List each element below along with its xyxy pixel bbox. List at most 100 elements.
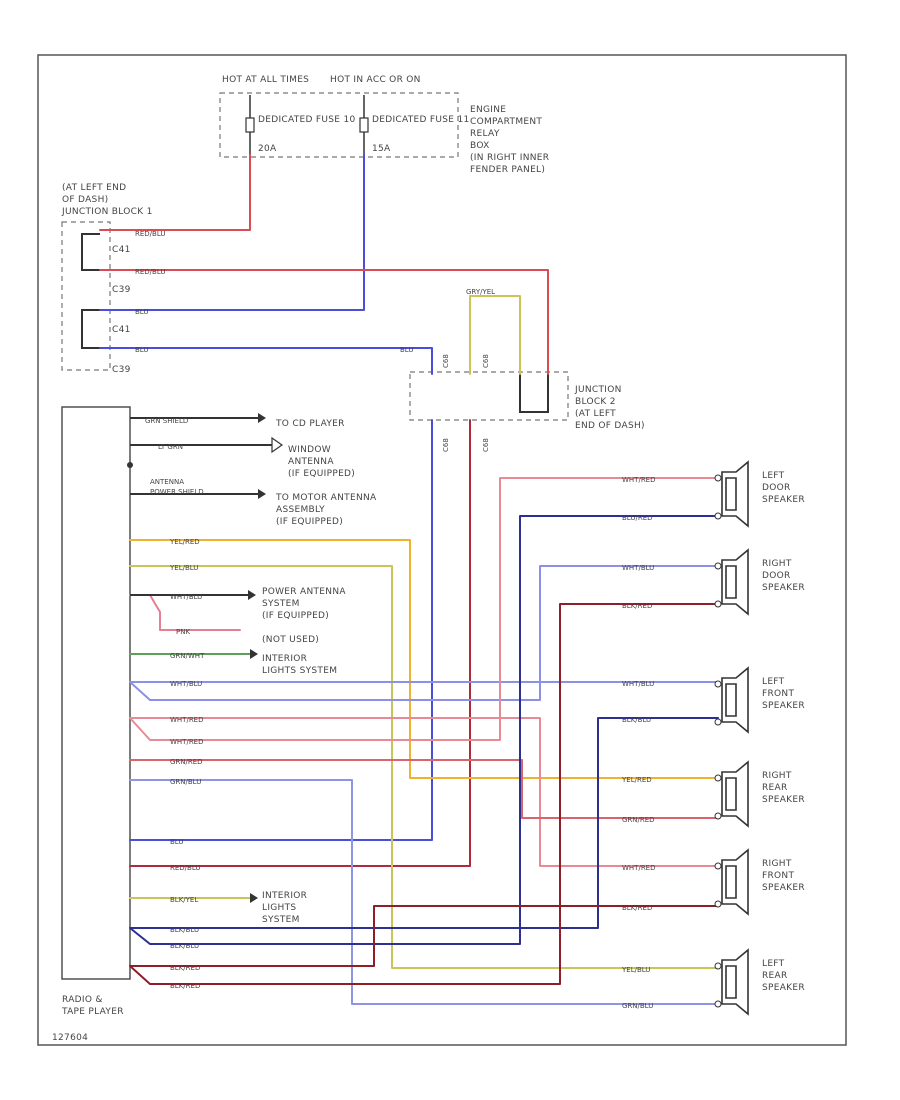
- radio-line-1: TAPE PLAYER: [61, 1007, 124, 1017]
- wire-blk-blu-ld: [129, 515, 719, 945]
- speaker-label-0-0: LEFT: [762, 471, 785, 481]
- wire-blk-red-rd: [129, 603, 719, 985]
- motor-ant-2: (IF EQUIPPED): [276, 517, 343, 527]
- wl-grn-yel: GRY/YEL: [466, 288, 495, 296]
- motor-ant-1: ASSEMBLY: [276, 505, 325, 515]
- wl-ltgrn: LT GRN: [158, 443, 183, 451]
- jb1-pin-3: C39: [112, 365, 131, 375]
- window-ant-2: (IF EQUIPPED): [288, 469, 355, 479]
- jb1-line-2: JUNCTION BLOCK 1: [61, 207, 153, 217]
- power-ant-0: POWER ANTENNA: [262, 587, 346, 597]
- wl-spk-blu-red: BLU/RED: [622, 514, 653, 522]
- wl-blu-r: BLU: [170, 838, 183, 846]
- wl-blk-red-2: BLK/RED: [170, 982, 200, 990]
- engine-box-line-4: (IN RIGHT INNER: [470, 153, 549, 163]
- jb1-line-0: (AT LEFT END: [62, 183, 126, 193]
- fuse-10-icon: [245, 117, 255, 133]
- jb2-line-0: JUNCTION: [574, 385, 622, 395]
- wire-wht-red-ld: [129, 477, 719, 741]
- fuse10-title: DEDICATED FUSE 10: [258, 115, 356, 125]
- wire-red-radio: [129, 419, 471, 867]
- wl-spk-grn-blu: GRN/BLU: [622, 1002, 653, 1010]
- wl-blu-3: BLU: [400, 346, 413, 354]
- window-ant-1: ANTENNA: [288, 457, 334, 467]
- int-lights-2-0: INTERIOR: [262, 891, 307, 901]
- fuse11-amp: 15A: [372, 144, 391, 154]
- wl-spk-grn-red: GRN/RED: [622, 816, 655, 824]
- jb2-pin-1: C68: [482, 354, 490, 368]
- power-ant-1: SYSTEM: [262, 599, 300, 609]
- wire-blue-jb-link: [99, 347, 433, 375]
- int-lights-1-1: LIGHTS SYSTEM: [262, 666, 337, 676]
- speaker-label-5-2: SPEAKER: [762, 983, 805, 993]
- power-ant-2: (IF EQUIPPED): [262, 611, 329, 621]
- wl-blk-yel: BLK/YEL: [170, 896, 198, 904]
- speaker-4: RIGHT FRONT SPEAKER: [714, 848, 805, 916]
- hot-at-all-times-label: HOT AT ALL TIMES: [222, 75, 309, 85]
- int-lights-1-0: INTERIOR: [262, 654, 307, 664]
- speaker-label-0-2: SPEAKER: [762, 495, 805, 505]
- wl-spk-blk-red: BLK/RED: [622, 602, 652, 610]
- int-lights-2-2: SYSTEM: [262, 915, 300, 925]
- wl-spk-yel-red: YEL/RED: [621, 776, 652, 784]
- engine-box-line-1: COMPARTMENT: [470, 117, 542, 127]
- wl-grn-blu: GRN/BLU: [170, 778, 201, 786]
- wl-spk-blk-red-2: BLK/RED: [622, 904, 652, 912]
- wire-red-jb-link: [99, 269, 549, 375]
- to-cd-player-label: TO CD PLAYER: [275, 419, 345, 429]
- wl-blk-red-1: BLK/RED: [170, 964, 200, 972]
- jb2-pin-2: C68: [442, 438, 450, 452]
- speaker-label-3-1: REAR: [762, 783, 788, 793]
- speaker-group: LEFTDOORSPEAKERRIGHTDOORSPEAKERLEFTFRONT…: [714, 460, 805, 1016]
- speaker-5: LEFT REAR SPEAKER: [714, 948, 805, 1016]
- speaker-label-1-0: RIGHT: [762, 559, 792, 569]
- wl-wht-red-2: WHT/RED: [170, 738, 204, 746]
- fuse10-amp: 20A: [258, 144, 277, 154]
- jb2-line-1: BLOCK 2: [575, 397, 616, 407]
- speaker-label-4-1: FRONT: [762, 871, 794, 881]
- wl-blk-blu-2: BLK/BLU: [170, 942, 199, 950]
- wl-blu-1: BLU: [135, 308, 148, 316]
- hot-in-acc-label: HOT IN ACC OR ON: [330, 75, 421, 85]
- wl-red-blu-r: RED/BLU: [170, 864, 201, 872]
- jb2-line-3: END OF DASH): [575, 421, 645, 431]
- speaker-label-4-0: RIGHT: [762, 859, 792, 869]
- wire-wht-red-rf: [129, 717, 719, 867]
- jb1-pin-1: C39: [112, 285, 131, 295]
- speaker-label-2-1: FRONT: [762, 689, 794, 699]
- speaker-label-4-2: SPEAKER: [762, 883, 805, 893]
- wl-blu-2: BLU: [135, 346, 148, 354]
- engine-relay-box: [219, 92, 459, 158]
- wl-yel-red: YEL/RED: [169, 538, 200, 546]
- wire-blue-feed-1: [99, 154, 365, 311]
- wl-spk-wht-blu: WHT/BLU: [622, 564, 654, 572]
- diagram-frame: [37, 54, 847, 1046]
- speaker-label-5-1: REAR: [762, 971, 788, 981]
- speaker-0: LEFT DOOR SPEAKER: [714, 460, 805, 528]
- speaker-label-1-2: SPEAKER: [762, 583, 805, 593]
- wl-grn-shield: GRN SHIELD: [145, 417, 188, 425]
- speaker-label-5-0: LEFT: [762, 959, 785, 969]
- speaker-label-0-1: DOOR: [762, 483, 791, 493]
- jb2-pin-3: C68: [482, 438, 490, 452]
- engine-box-line-5: FENDER PANEL): [470, 165, 545, 175]
- wl-spk-yel-blu: YEL/BLU: [621, 966, 650, 974]
- wire-blk-red-rf: [129, 905, 719, 967]
- wl-spk-wht-red: WHT/RED: [622, 476, 656, 484]
- speaker-label-3-2: SPEAKER: [762, 795, 805, 805]
- int-lights-2-1: LIGHTS: [262, 903, 296, 913]
- wl-grn-wht: GRN/WHT: [170, 652, 205, 660]
- engine-box-line-2: RELAY: [470, 129, 500, 139]
- wl-spk-wht-blu-2: WHT/BLU: [622, 680, 654, 688]
- wire-red-feed-1: [99, 154, 251, 231]
- window-ant-0: WINDOW: [288, 445, 331, 455]
- jb1-pin-2: C41: [112, 325, 131, 335]
- jb1-pin-0: C41: [112, 245, 131, 255]
- footer-code: 127604: [52, 1033, 88, 1043]
- wl-wht-blu-p: WHT/BLU: [170, 593, 202, 601]
- wire-blk-blu-lf: [129, 717, 719, 929]
